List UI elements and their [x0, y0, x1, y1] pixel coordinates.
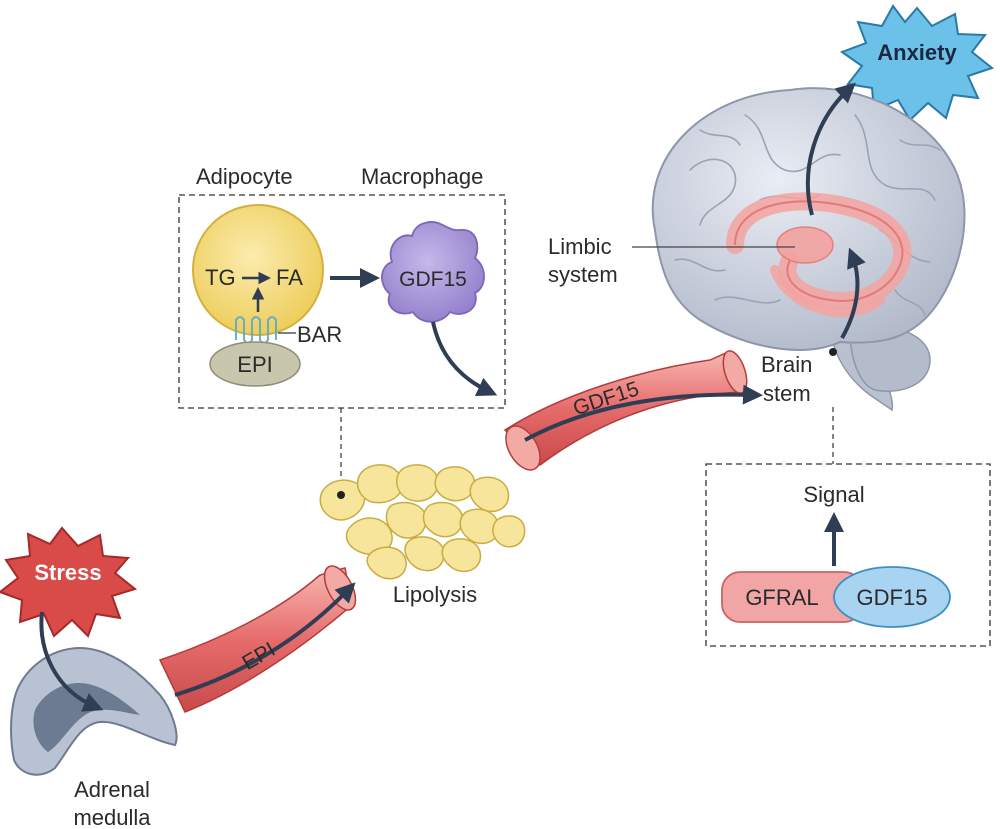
bar-receptor-icon [235, 316, 277, 344]
epi-cell-label: EPI [237, 352, 272, 377]
adrenal-gland [10, 611, 178, 776]
adipocyte-cell [192, 204, 324, 336]
stress-burst-shape [0, 526, 138, 638]
brainstem-label-line1: Brain [761, 352, 812, 377]
gdf15-vessel-body [503, 350, 744, 466]
gfral-signal-box: Signal GFRAL GDF15 [705, 463, 991, 647]
brainstem-dot [829, 348, 837, 356]
signal-label: Signal [803, 482, 864, 507]
tg-label: TG [205, 265, 236, 290]
brain [632, 82, 966, 412]
adrenal-label-line2: medulla [73, 805, 151, 829]
lipolysis-label: Lipolysis [393, 582, 477, 607]
anxiety-label: Anxiety [877, 40, 957, 65]
gdf15-receptor-label: GDF15 [857, 585, 928, 610]
limbic-label-line2: system [548, 262, 618, 287]
macrophage-to-vessel-arrow [431, 321, 498, 396]
adipocyte-macrophage-dashed-frame [178, 194, 506, 409]
lipolysis-fat-cluster [319, 464, 526, 580]
fa-label: FA [276, 265, 303, 290]
limbic-system-shape [726, 192, 912, 318]
epi-vessel-flow-arrow [174, 582, 356, 697]
stress-label: Stress [34, 560, 101, 585]
lipolysis-dot [337, 491, 345, 499]
adipocyte-title: Adipocyte [196, 164, 293, 189]
brainstem-label-line2: stem [763, 381, 811, 406]
limbic-to-anxiety-arrow [805, 82, 856, 216]
stress-burst: Stress [0, 526, 138, 638]
gdf15-vessel-flow-arrow [524, 384, 763, 442]
cerebrum-shape [651, 87, 966, 351]
gdf15-blood-vessel: GDF15 [503, 350, 763, 471]
epi-cell [209, 341, 301, 387]
adrenal-label-line1: Adrenal [74, 777, 150, 802]
bar-label: BAR [297, 322, 342, 347]
adrenal-medulla-shape [33, 682, 140, 752]
gfral-dashed-frame [705, 463, 991, 647]
gdf15-receptor-ligand [833, 566, 951, 628]
gfral-label: GFRAL [745, 585, 818, 610]
macrophage-title: Macrophage [361, 164, 483, 189]
macrophage-cell [381, 221, 485, 323]
brainstem-to-limbic-arrow [840, 247, 866, 339]
epi-blood-vessel: EPI [158, 565, 357, 713]
macrophage-gdf15-label: GDF15 [399, 268, 467, 291]
limbic-label-line1: Limbic [548, 234, 612, 259]
stress-to-adrenal-arrow [39, 611, 104, 712]
adipocyte-macrophage-box: Adipocyte Macrophage TG FA BAR EPI GDF15 [178, 164, 506, 409]
